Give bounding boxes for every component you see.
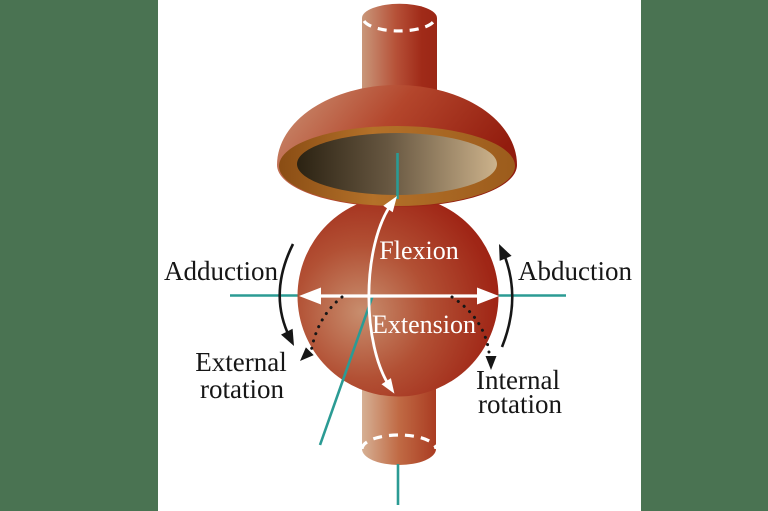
abduction-arrowhead-icon [499,244,512,261]
abduction-arc [500,251,514,348]
oblique-axis-line [318,294,375,446]
abduction-label: Abduction [518,256,632,286]
adduction-arrowhead-icon [281,328,294,346]
external-rotation-arrowhead-icon [300,347,314,361]
internal-rotation-dotted-arc [450,295,491,354]
lower-shaft-cut-dashed-edge [360,433,438,450]
adduction-arrow [278,243,295,346]
upper-shaft-cut-dashed-edge [362,19,436,33]
internal-rotation-arrow [450,295,497,370]
lower-bone-shaft [362,385,436,465]
internal-rotation-label-line1: Internal [476,365,560,395]
internal-rotation-arrowhead-icon [485,356,497,370]
external-rotation-label-line2: rotation [200,374,284,404]
internal-rotation-label: Internal rotation [476,365,562,419]
internal-rotation-label-line2: rotation [478,389,562,419]
flexion-label: Flexion [379,236,458,265]
adduction-label: Adduction [164,256,278,286]
external-rotation-dotted-arc [309,295,344,354]
external-rotation-label: External rotation [195,347,286,404]
extension-label: Extension [372,310,476,339]
abduction-arrow [499,244,514,348]
external-rotation-arrow [300,295,344,361]
lower-shaft-body [362,385,436,465]
external-rotation-label-line1: External [195,347,286,377]
right-arrowhead-icon [477,287,499,305]
adduction-arc [278,243,295,339]
extension-arrowhead-icon [381,378,395,394]
left-arrowhead-icon [299,287,321,305]
flexion-arrowhead-icon [383,196,397,213]
